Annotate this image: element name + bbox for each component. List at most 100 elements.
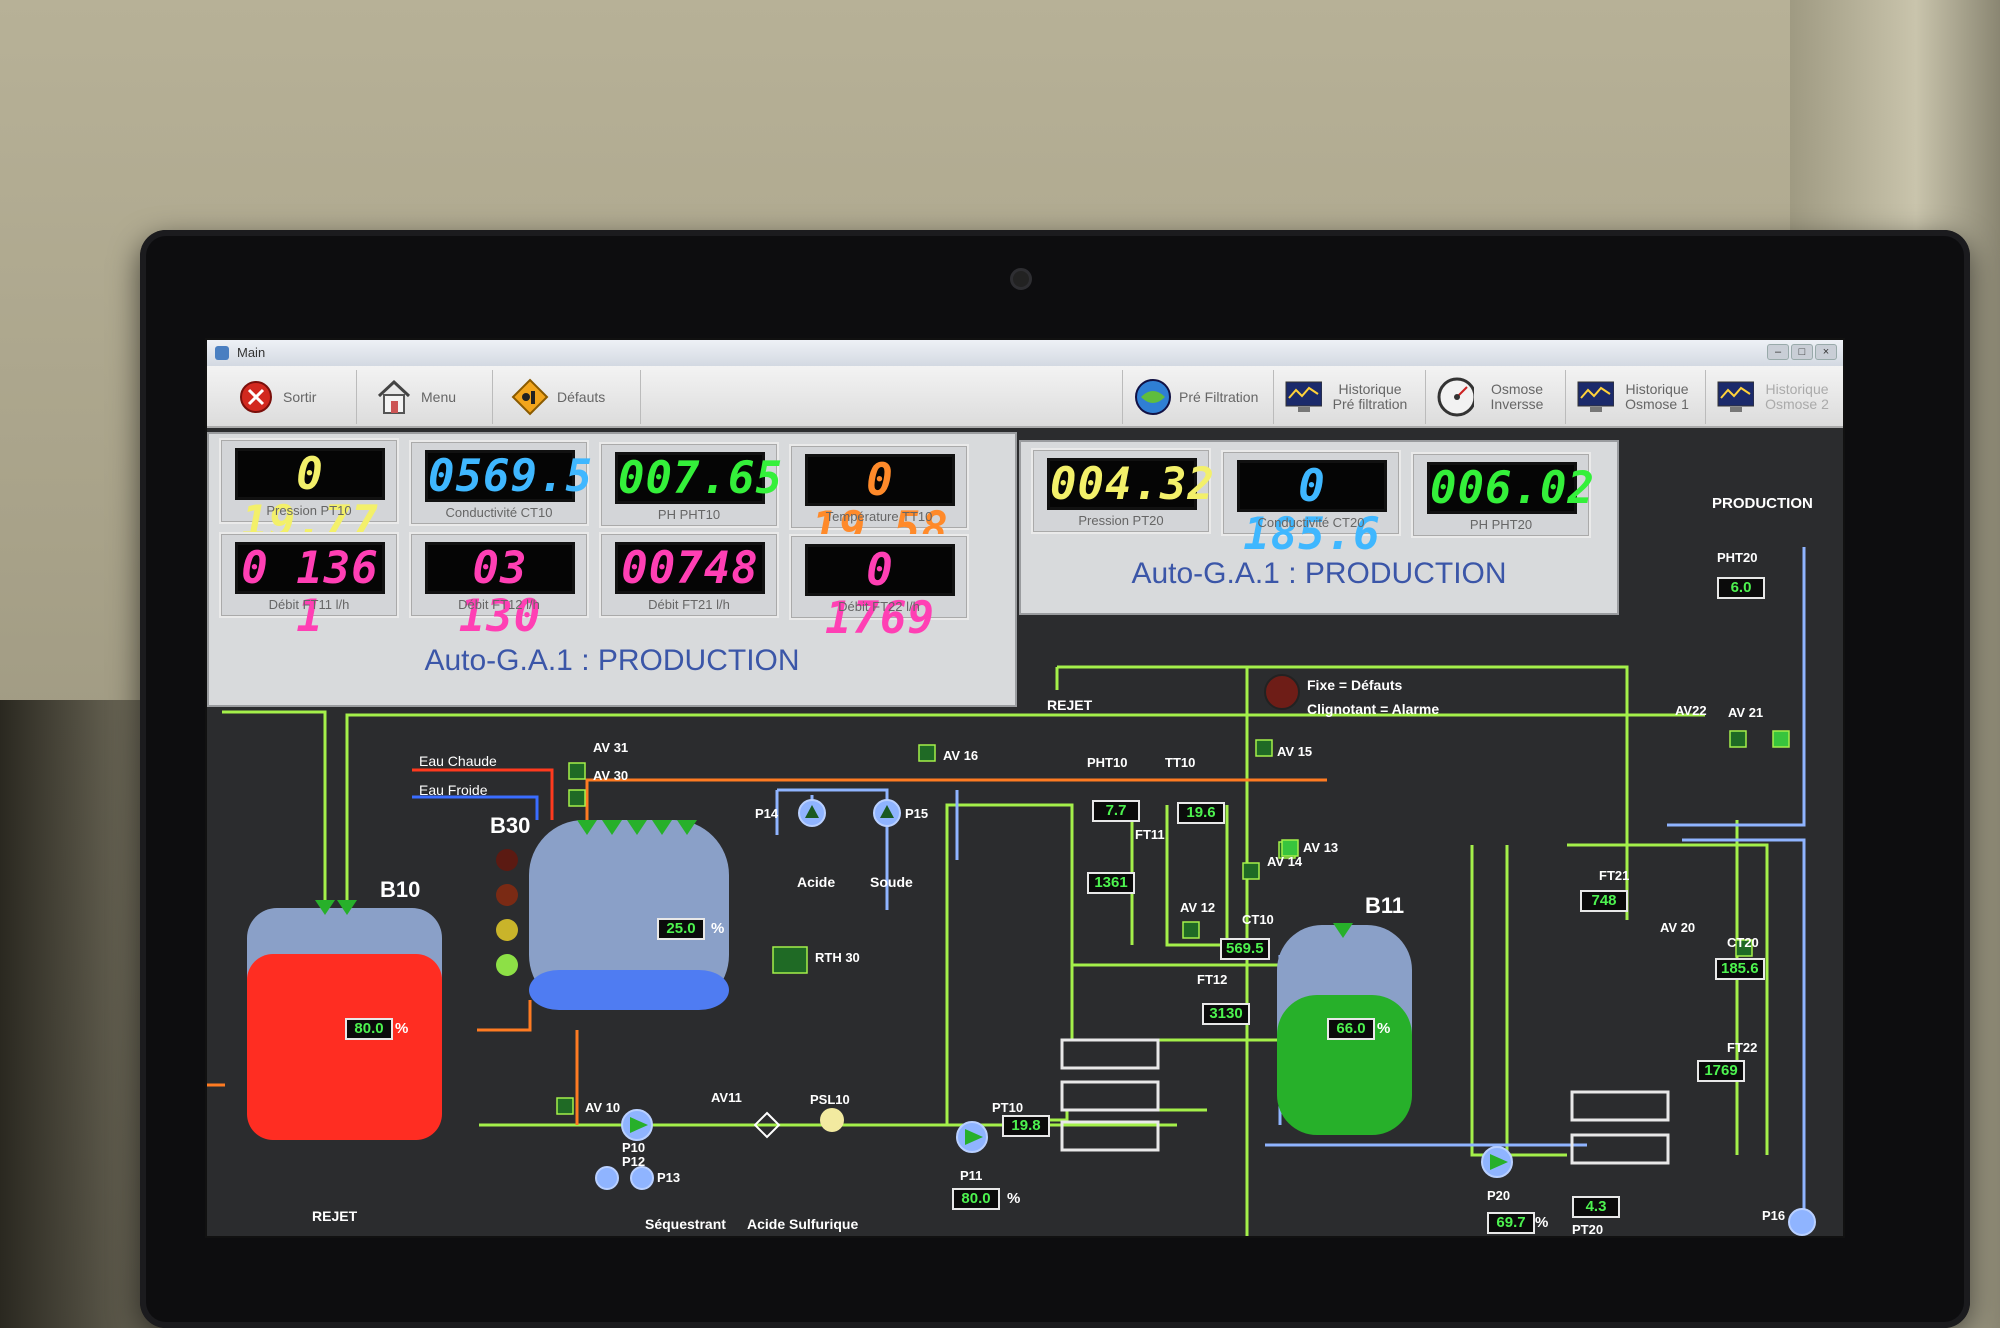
diagram-label-p13: P13: [657, 1170, 681, 1185]
percent-unit-4: %: [1535, 1214, 1549, 1231]
value-box-ft11: 1361: [1087, 872, 1135, 894]
diagram-label-av22: AV22: [1675, 703, 1707, 718]
meter-caption: Conductivité CT20: [1257, 515, 1365, 530]
meter-display: 0 1769: [805, 544, 955, 643]
gauge-icon: [1436, 377, 1474, 417]
globe-icon: [1133, 378, 1171, 416]
meter-caption: Débit FT12 l/h: [458, 597, 540, 612]
meter-display: 0 19.58: [805, 454, 955, 553]
exit-button[interactable]: Sortir: [227, 370, 357, 424]
menu-button[interactable]: Menu: [365, 370, 493, 424]
diagram-label-av16: AV 16: [943, 748, 979, 763]
reverse-osmosis-button[interactable]: Osmose Inversse: [1426, 370, 1566, 424]
value-box-b10-level: 80.0: [345, 1018, 393, 1040]
history-prefiltration-button[interactable]: Historique Pré filtration: [1274, 370, 1426, 424]
diagram-label-pht10: PHT10: [1087, 755, 1128, 770]
minimize-button[interactable]: –: [1767, 344, 1789, 360]
toolbar: Sortir Menu Défauts Pré Filtration Histo…: [207, 366, 1843, 428]
diagram-label-b30: B30: [490, 813, 531, 838]
reverse-osmosis-label: Osmose Inversse: [1490, 381, 1544, 412]
diagram-label-ct20: CT20: [1727, 935, 1759, 950]
meter-display: 00748: [615, 542, 765, 594]
value-box-pht10: 7.7: [1092, 800, 1140, 822]
prefiltration-button[interactable]: Pré Filtration: [1122, 370, 1274, 424]
diagram-label-tt10: TT10: [1165, 755, 1196, 770]
meter-display: 004.32: [1047, 458, 1214, 510]
diagram-label-av20: AV 20: [1660, 920, 1696, 935]
diagram-label-p15: P15: [905, 806, 929, 821]
diagram-label-p14: P14: [755, 806, 779, 821]
diagram-label-cold-water: Eau Froide: [419, 782, 488, 798]
faults-label: Défauts: [557, 388, 606, 405]
diagram-label-p10: P10: [622, 1140, 646, 1155]
percent-unit-2: %: [1377, 1020, 1391, 1037]
percent-unit-1: %: [711, 920, 725, 937]
meter-caption: Débit FT11 l/h: [268, 597, 350, 612]
diagram-label-ct10: CT10: [1242, 912, 1274, 927]
meter-display: 03 130: [425, 542, 575, 641]
value-box-ft21: 748: [1580, 890, 1628, 912]
monitor-chart-icon: [1716, 378, 1754, 416]
warning-icon: [511, 378, 549, 416]
close-button[interactable]: ×: [1815, 344, 1837, 360]
diagram-label-b10: B10: [380, 877, 421, 902]
value-box-b30-level: 25.0: [657, 918, 705, 940]
value-box-ct10: 569.5: [1220, 938, 1270, 960]
meter-caption: PH PHT10: [657, 507, 721, 522]
value-box-p11: 80.0: [952, 1188, 1000, 1210]
history-osmosis2-button[interactable]: Historique Osmose 2: [1706, 370, 1843, 424]
value-box-tt10: 19.6: [1177, 802, 1225, 824]
diagram-label-av14: AV 14: [1267, 854, 1303, 869]
monitor-chart-icon: [1284, 378, 1322, 416]
diagram-label-av31: AV 31: [593, 740, 629, 755]
meter-caption: Débit FT22 l/h: [838, 599, 920, 614]
diagram-label-fixed: Fixe = Défauts: [1307, 677, 1403, 693]
meter-display: 0 19.77: [235, 448, 385, 547]
diagram-label-ft11: FT11: [1135, 827, 1165, 842]
status-left: Auto-G.A.1 : PRODUCTION: [424, 644, 800, 677]
prefiltration-label: Pré Filtration: [1179, 388, 1259, 405]
value-box-pt20: 4.3: [1572, 1196, 1620, 1218]
faults-button[interactable]: Défauts: [501, 370, 641, 424]
diagram-label-b11: B11: [1365, 893, 1405, 918]
meter-caption: Conductivité CT10: [445, 505, 553, 520]
window-titlebar: Main – □ ×: [207, 340, 1843, 366]
meter-caption: Débit FT21 l/h: [648, 597, 730, 612]
diagram-label-pht20: PHT20: [1717, 550, 1758, 565]
history-osmosis2-label: Historique Osmose 2: [1765, 381, 1829, 412]
tank-b30: [529, 820, 729, 1010]
value-box-p20: 69.7: [1487, 1212, 1535, 1234]
monitor-chart-icon: [1576, 378, 1614, 416]
diagram-label-psl10: PSL10: [810, 1092, 850, 1107]
value-box-pt10: 19.8: [1002, 1115, 1050, 1137]
history-osmosis1-button[interactable]: Historique Osmose 1: [1566, 370, 1706, 424]
diagram-label-av11: AV11: [711, 1090, 742, 1105]
diagram-label-reject-top: REJET: [1047, 697, 1093, 713]
meter-caption: Pression PT20: [1078, 513, 1164, 528]
diagram-label-ft22: FT22: [1727, 1040, 1758, 1055]
meter-display: 0569.5: [425, 450, 592, 502]
value-box-ft12: 3130: [1202, 1003, 1250, 1025]
maximize-button[interactable]: □: [1791, 344, 1813, 360]
window-title: Main: [237, 345, 266, 360]
diagram-label-rth30: RTH 30: [815, 950, 860, 965]
diagram-label-sulfuric-acid: Acide Sulfurique: [747, 1216, 859, 1232]
meter-display: 0 185.6: [1237, 460, 1387, 559]
hmi-screen: Main – □ × Sortir Menu Défauts: [205, 338, 1845, 1238]
diagram-label-av10: AV 10: [585, 1100, 621, 1115]
meter-caption: PH PHT20: [1469, 517, 1533, 532]
value-box-b11-level: 66.0: [1327, 1018, 1375, 1040]
app-icon: [215, 346, 229, 360]
exit-label: Sortir: [283, 388, 317, 405]
meter-display: 0 136 1: [235, 542, 385, 641]
diagram-label-hot-water: Eau Chaude: [419, 753, 497, 769]
